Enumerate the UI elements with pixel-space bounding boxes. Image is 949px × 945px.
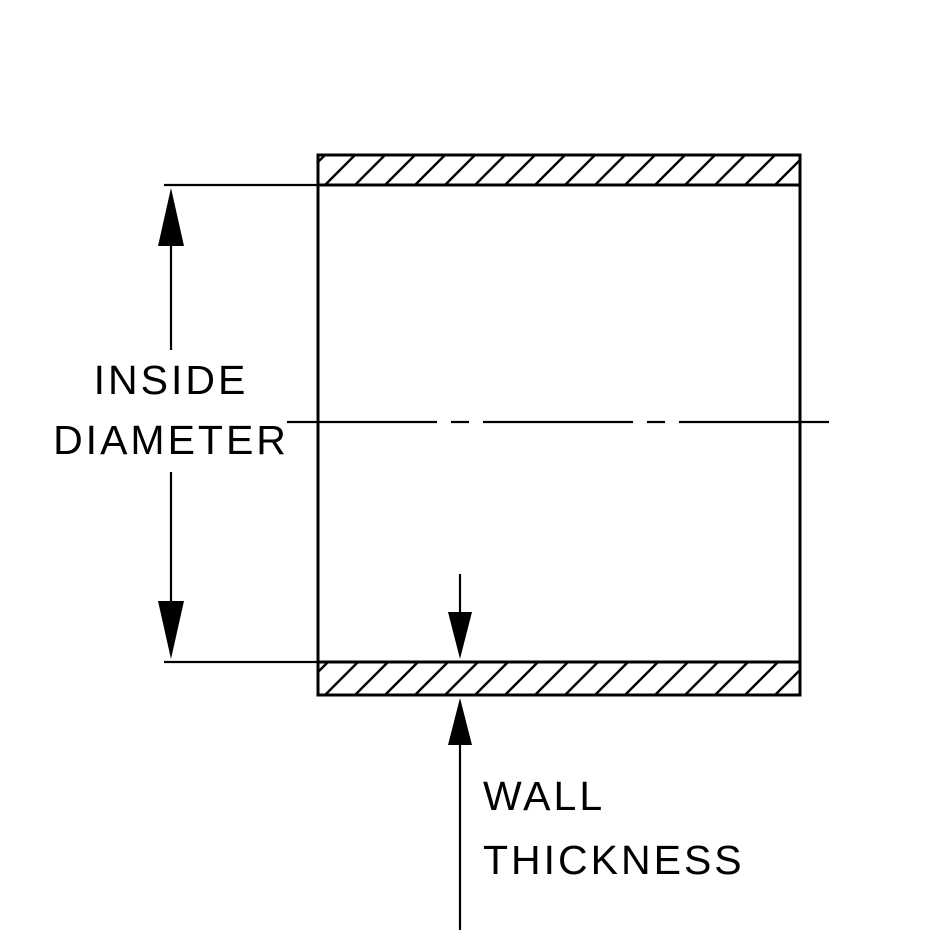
- wall-thickness-arrow-down-icon: [448, 612, 472, 659]
- wall-thickness-label-line1: WALL: [483, 773, 605, 819]
- inside-diameter-label-line1: INSIDE: [94, 357, 249, 403]
- inside-diameter-label-line2: DIAMETER: [53, 417, 289, 463]
- arrow-down-icon: [158, 601, 184, 659]
- tube-wall-top-hatch: [318, 155, 800, 185]
- wall-thickness-label-line2: THICKNESS: [483, 837, 745, 883]
- tube-wall-bottom-hatch: [318, 662, 800, 695]
- arrow-up-icon: [158, 188, 184, 246]
- tube-body-outline: [316, 153, 802, 697]
- wall-thickness-arrow-up-icon: [448, 698, 472, 745]
